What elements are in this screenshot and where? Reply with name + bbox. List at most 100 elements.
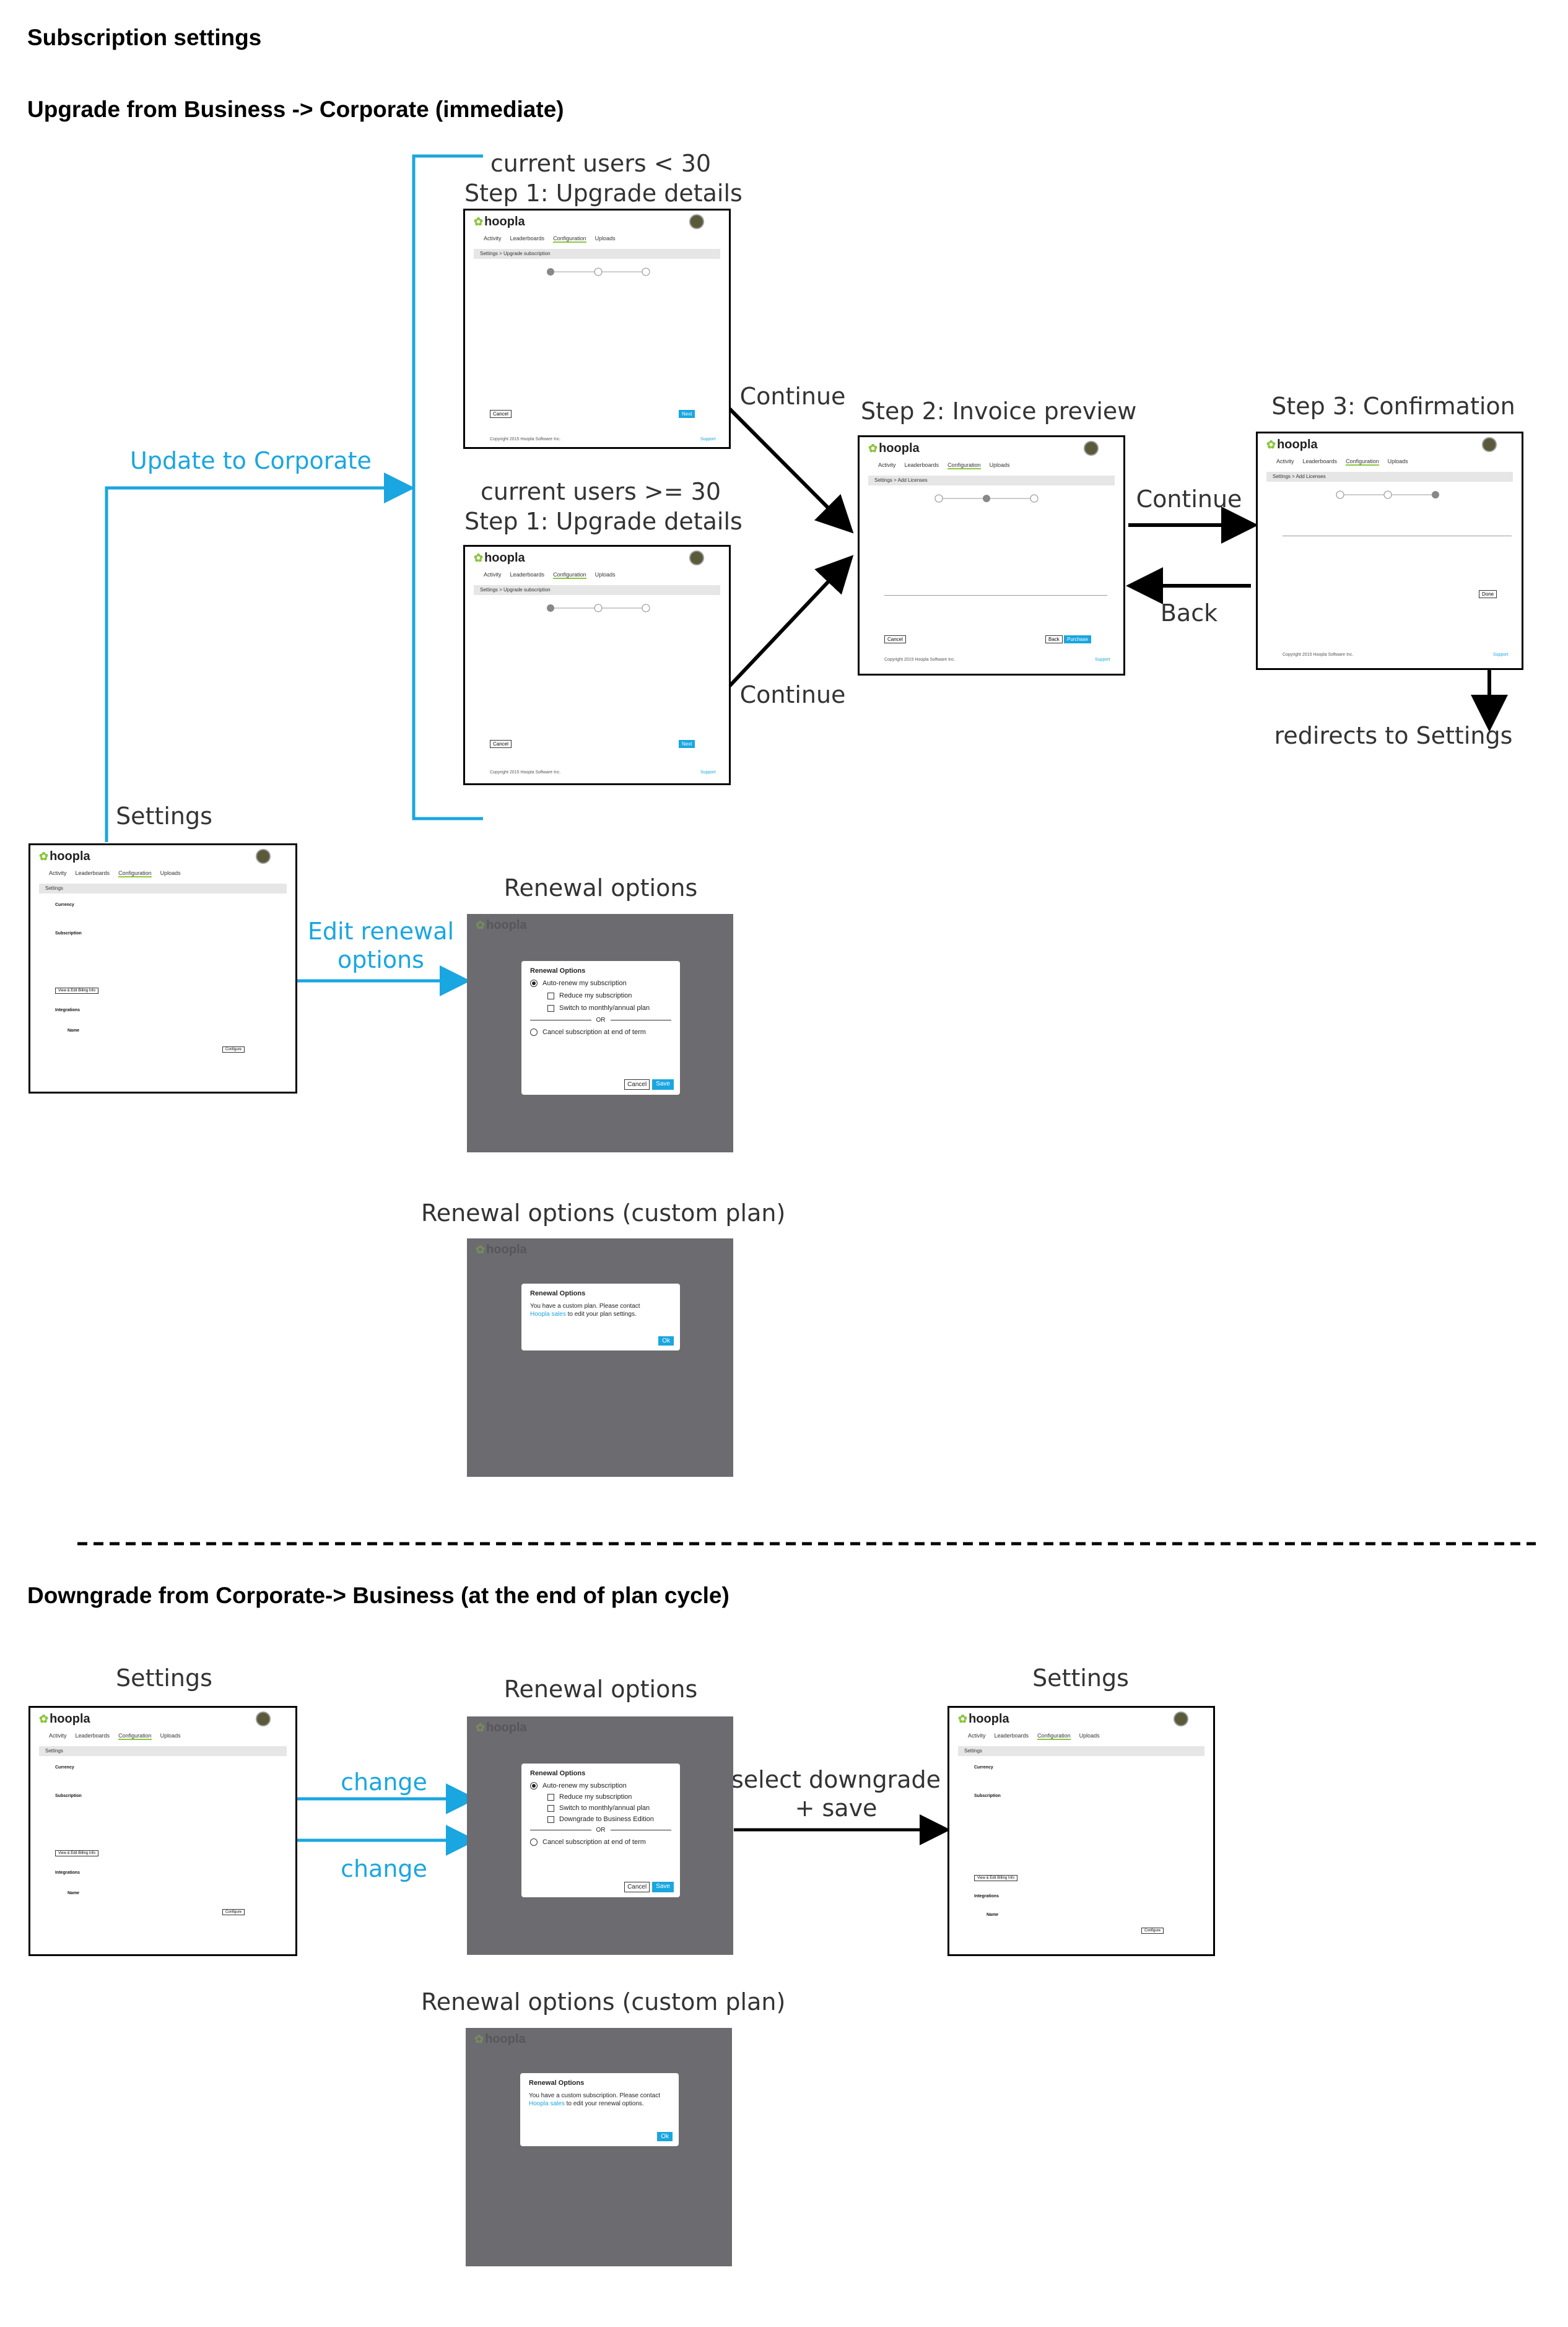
label-select-downgrade-1: select downgrade	[731, 1766, 941, 1793]
hoopla-logo: ✿hoopla	[1266, 437, 1318, 451]
avatar	[256, 849, 271, 864]
radio-selected-icon[interactable]	[530, 980, 538, 987]
label-step3: Step 3: Confirmation	[1271, 393, 1515, 420]
configure-button[interactable]: Configure	[222, 1909, 245, 1915]
label-settings-1: Settings	[116, 802, 212, 830]
label-redirects: redirects to Settings	[1274, 722, 1513, 749]
radio-selected-icon[interactable]	[530, 1782, 538, 1790]
modal-cancel-button[interactable]: Cancel	[624, 1079, 650, 1090]
renewal-options-modal: Renewal Options Auto-renew my subscripti…	[521, 1764, 680, 1897]
auto-renew-option[interactable]: Auto-renew my subscription	[530, 980, 671, 987]
label-continue-1: Continue	[739, 383, 846, 410]
copyright: Copyright 2015 Hoopla Software Inc.	[884, 658, 956, 662]
hoopla-logo: ✿hoopla	[474, 550, 525, 565]
checkbox-icon[interactable]	[547, 1004, 554, 1012]
radio-icon[interactable]	[530, 1029, 538, 1036]
modal-cancel-button[interactable]: Cancel	[624, 1882, 650, 1892]
cancel-button[interactable]: Cancel	[490, 410, 512, 418]
label-edit-renewal-2: options	[338, 946, 424, 973]
hoopla-logo: ✿hoopla	[476, 918, 527, 932]
configure-button[interactable]: Configure	[1141, 1928, 1164, 1934]
integrations-name-column: Name	[987, 1913, 999, 1917]
checkbox-icon[interactable]	[547, 1816, 554, 1823]
breadcrumb: Settings > Upgrade subscription	[474, 249, 720, 259]
support-link[interactable]: Support	[700, 770, 716, 775]
label-renewal-options-1: Renewal options	[503, 874, 698, 902]
back-button[interactable]: Back	[1045, 635, 1063, 643]
support-link[interactable]: Support	[1095, 658, 1110, 662]
support-link[interactable]: Support	[700, 437, 716, 441]
done-button[interactable]: Done	[1479, 590, 1497, 598]
modal-title: Renewal Options	[530, 967, 586, 975]
label-settings-3: Settings	[1032, 1664, 1129, 1692]
integrations-name-column: Name	[68, 1891, 80, 1895]
view-edit-billing-button[interactable]: View & Edit Billing Info	[55, 988, 98, 994]
breadcrumb: Settings	[958, 1746, 1204, 1756]
hoopla-logo: ✿hoopla	[39, 849, 90, 863]
ok-button[interactable]: Ok	[658, 1336, 674, 1346]
cancel-button[interactable]: Cancel	[490, 740, 512, 748]
purchase-button[interactable]: Purchase	[1064, 635, 1091, 643]
copyright: Copyright 2015 Hoopla Software Inc.	[490, 770, 561, 775]
label-back: Back	[1160, 599, 1218, 627]
configure-button[interactable]: Configure	[222, 1046, 245, 1053]
avatar	[689, 214, 704, 229]
hoopla-sales-link[interactable]: Hoopla sales	[529, 2100, 565, 2107]
cancel-end-option[interactable]: Cancel subscription at end of term	[530, 1029, 671, 1036]
copyright: Copyright 2015 Hoopla Software Inc.	[490, 437, 561, 441]
currency-heading: Currency	[55, 1765, 74, 1770]
checkbox-icon[interactable]	[547, 1804, 554, 1812]
renewal-custom-modal: Renewal Options You have a custom subscr…	[520, 2073, 679, 2146]
modal-save-button[interactable]: Save	[652, 1079, 674, 1090]
label-users-gte-30: current users >= 30	[480, 478, 721, 505]
breadcrumb: Settings	[39, 884, 287, 894]
reduce-option[interactable]: Reduce my subscription	[530, 1793, 671, 1801]
label-renewal-options-2: Renewal options	[503, 1676, 698, 1703]
cancel-button[interactable]: Cancel	[884, 635, 906, 643]
label-users-lt-30: current users < 30	[490, 150, 712, 177]
label-settings-2: Settings	[116, 1664, 212, 1692]
modal-save-button[interactable]: Save	[652, 1882, 674, 1892]
label-select-downgrade-2: + save	[795, 1794, 878, 1822]
support-link[interactable]: Support	[1493, 653, 1509, 657]
renewal-custom-modal: Renewal Options You have a custom plan. …	[521, 1284, 680, 1351]
downgrade-section-title: Downgrade from Corporate-> Business (at …	[27, 1583, 730, 1608]
integrations-name-column: Name	[68, 1029, 80, 1033]
label-renewal-custom-1: Renewal options (custom plan)	[421, 1199, 786, 1227]
reduce-option[interactable]: Reduce my subscription	[530, 992, 671, 999]
avatar	[256, 1712, 271, 1726]
switch-plan-option[interactable]: Switch to monthly/annual plan	[530, 1804, 671, 1812]
radio-icon[interactable]	[530, 1838, 538, 1846]
hoopla-logo: ✿hoopla	[476, 1242, 527, 1256]
breadcrumb: Settings > Upgrade subscription	[474, 585, 720, 595]
breadcrumb: Settings > Add Licenses	[868, 476, 1115, 485]
ok-button[interactable]: Ok	[657, 2132, 673, 2141]
switch-plan-option[interactable]: Switch to monthly/annual plan	[530, 1004, 671, 1012]
modal-title: Renewal Options	[529, 2079, 585, 2087]
subscription-heading: Subscription	[55, 931, 82, 936]
label-continue-2: Continue	[739, 681, 846, 708]
downgrade-option[interactable]: Downgrade to Business Edition	[530, 1816, 671, 1823]
checkbox-icon[interactable]	[547, 1793, 554, 1801]
next-button[interactable]: Next	[679, 740, 695, 748]
hoopla-sales-link[interactable]: Hoopla sales	[530, 1311, 566, 1318]
checkbox-icon[interactable]	[547, 992, 554, 999]
next-button[interactable]: Next	[679, 410, 695, 418]
view-edit-billing-button[interactable]: View & Edit Billing Info	[974, 1875, 1017, 1881]
page-title: Subscription settings	[27, 25, 262, 50]
auto-renew-option[interactable]: Auto-renew my subscription	[530, 1782, 671, 1790]
avatar	[1084, 441, 1099, 456]
cancel-end-option[interactable]: Cancel subscription at end of term	[530, 1838, 671, 1846]
subscription-heading: Subscription	[974, 1794, 1001, 1798]
subscription-heading: Subscription	[55, 1794, 82, 1798]
label-step1-b: Step 1: Upgrade details	[464, 508, 743, 535]
view-edit-billing-button[interactable]: View & Edit Billing Info	[55, 1850, 98, 1856]
